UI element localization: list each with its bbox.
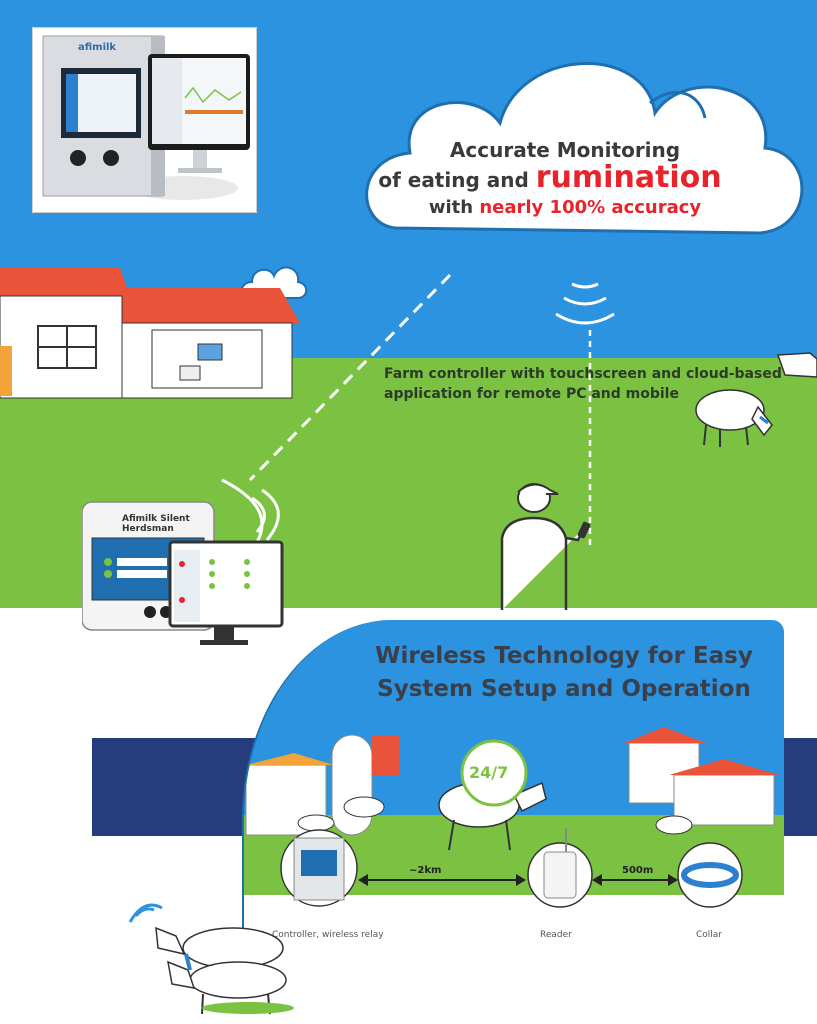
farm-caption-line-2: application for remote PC and mobile	[384, 386, 679, 402]
cloud-line-3-emphasis: nearly 100% accuracy	[479, 197, 702, 218]
product-image-card: afimilk	[32, 27, 257, 213]
afimilk-logo: afimilk	[78, 42, 117, 53]
wifi-signal-icon	[555, 282, 615, 325]
farm-caption: Farm controller with touchscreen and clo…	[384, 364, 784, 404]
cloud-text: Accurate Monitoring of eating and rumina…	[378, 138, 735, 220]
label-collar: Collar	[696, 930, 723, 940]
panel-title: Wireless Technology for Easy System Setu…	[364, 640, 764, 706]
panel-title-line-2: System Setup and Operation	[377, 676, 751, 702]
bottom-cows-illustration	[128, 903, 294, 1015]
distance-controller-reader: ~2km	[409, 865, 442, 876]
dashed-connection-line	[248, 273, 452, 482]
label-controller: Controller, wireless relay	[272, 930, 384, 940]
panel-title-line-1: Wireless Technology for Easy	[375, 643, 753, 669]
dashed-vertical-line	[588, 330, 592, 550]
farm-house-illustration	[0, 268, 300, 399]
always-on-badge: 24/7	[469, 763, 509, 782]
cloud-line-3-prefix: with	[428, 197, 474, 218]
farm-caption-line-1: Farm controller with touchscreen and clo…	[384, 366, 782, 382]
wireless-farm-scene	[245, 727, 779, 851]
grazing-cows-illustration	[695, 352, 817, 447]
devices-row-illustration	[280, 828, 743, 908]
controller-and-monitor-illustration	[42, 35, 250, 200]
cloud-shape	[365, 61, 804, 235]
label-reader: Reader	[540, 930, 572, 940]
cloud-line-1: Accurate Monitoring	[449, 138, 681, 162]
cloud-line-2-prefix: of eating and	[378, 168, 529, 192]
controller-and-pc-illustration	[82, 478, 284, 645]
distance-reader-collar: 500m	[622, 865, 654, 876]
controller-brand-label: Afimilk Silent Herdsman	[122, 514, 190, 534]
farmer-with-phone-illustration	[500, 483, 591, 610]
wireless-panel: Wireless Technology for Easy System Setu…	[242, 620, 784, 965]
panel-white-strip	[244, 895, 784, 965]
cloud-line-2-emphasis: rumination	[535, 160, 722, 195]
